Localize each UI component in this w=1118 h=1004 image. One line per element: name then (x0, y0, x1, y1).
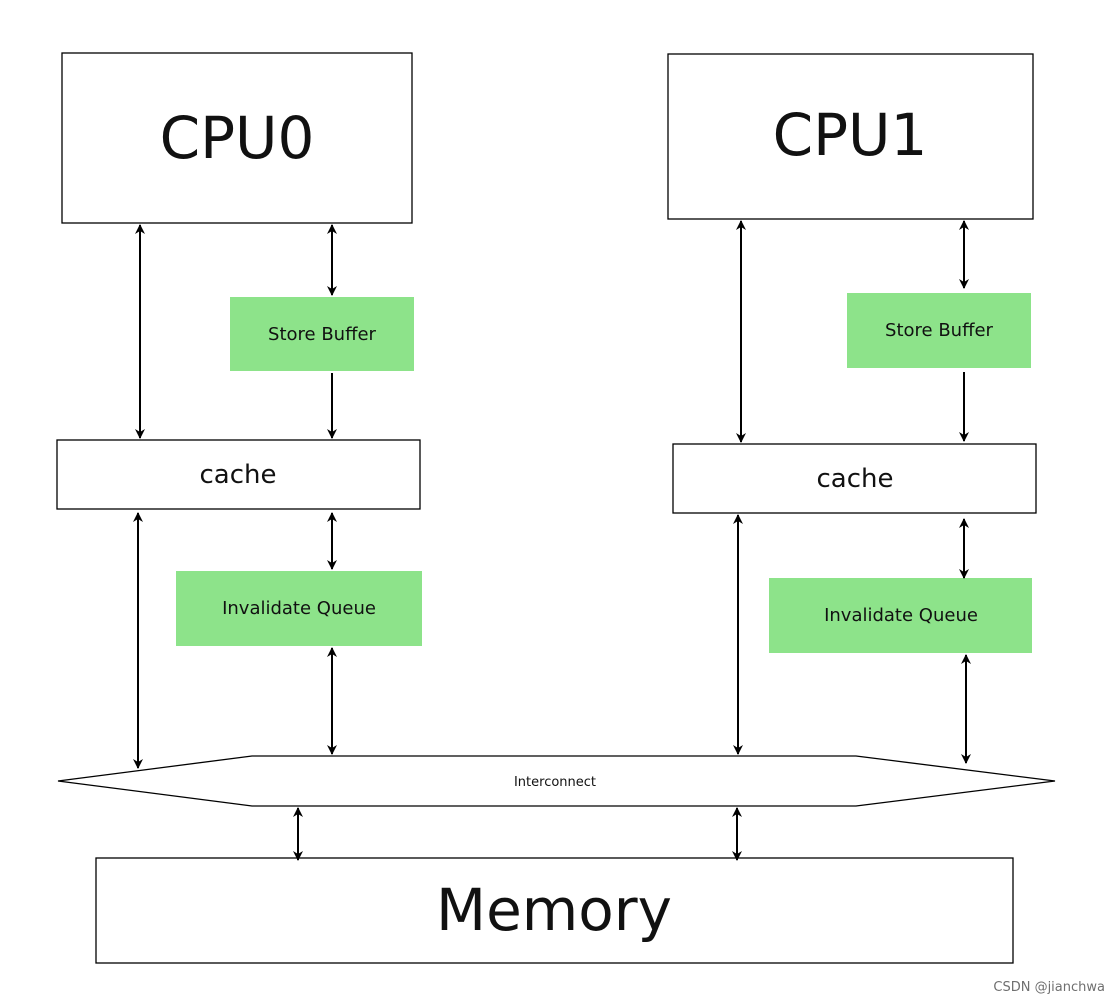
cpu1-invalidate-queue-node: Invalidate Queue (769, 578, 1032, 653)
interconnect-node: Interconnect (57, 755, 1056, 807)
cpu0-cache-label: cache (200, 460, 277, 490)
cpu1-cache-node: cache (672, 443, 1037, 514)
cpu0-cache-node: cache (56, 439, 421, 510)
cpu1-label: CPU1 (773, 101, 928, 169)
memory-label: Memory (436, 876, 672, 944)
cpu0-store-buffer-label: Store Buffer (268, 324, 377, 345)
cpu1-store-buffer-label: Store Buffer (885, 320, 994, 341)
cpu0-invalidate-queue-node: Invalidate Queue (176, 571, 422, 646)
cpu1-node: CPU1 (667, 53, 1034, 220)
interconnect-label: Interconnect (514, 775, 596, 790)
cpu1-store-buffer-node: Store Buffer (847, 293, 1031, 368)
cpu0-store-buffer-node: Store Buffer (230, 297, 414, 371)
cpu0-node: CPU0 (61, 52, 413, 224)
cpu1-cache-label: cache (817, 464, 894, 494)
cpu1-invalidate-queue-label: Invalidate Queue (824, 605, 978, 626)
cpu0-label: CPU0 (160, 104, 315, 172)
memory-node: Memory (95, 857, 1014, 964)
csdn-watermark: CSDN @jianchwa (993, 980, 1105, 995)
cpu0-invalidate-queue-label: Invalidate Queue (222, 598, 376, 619)
